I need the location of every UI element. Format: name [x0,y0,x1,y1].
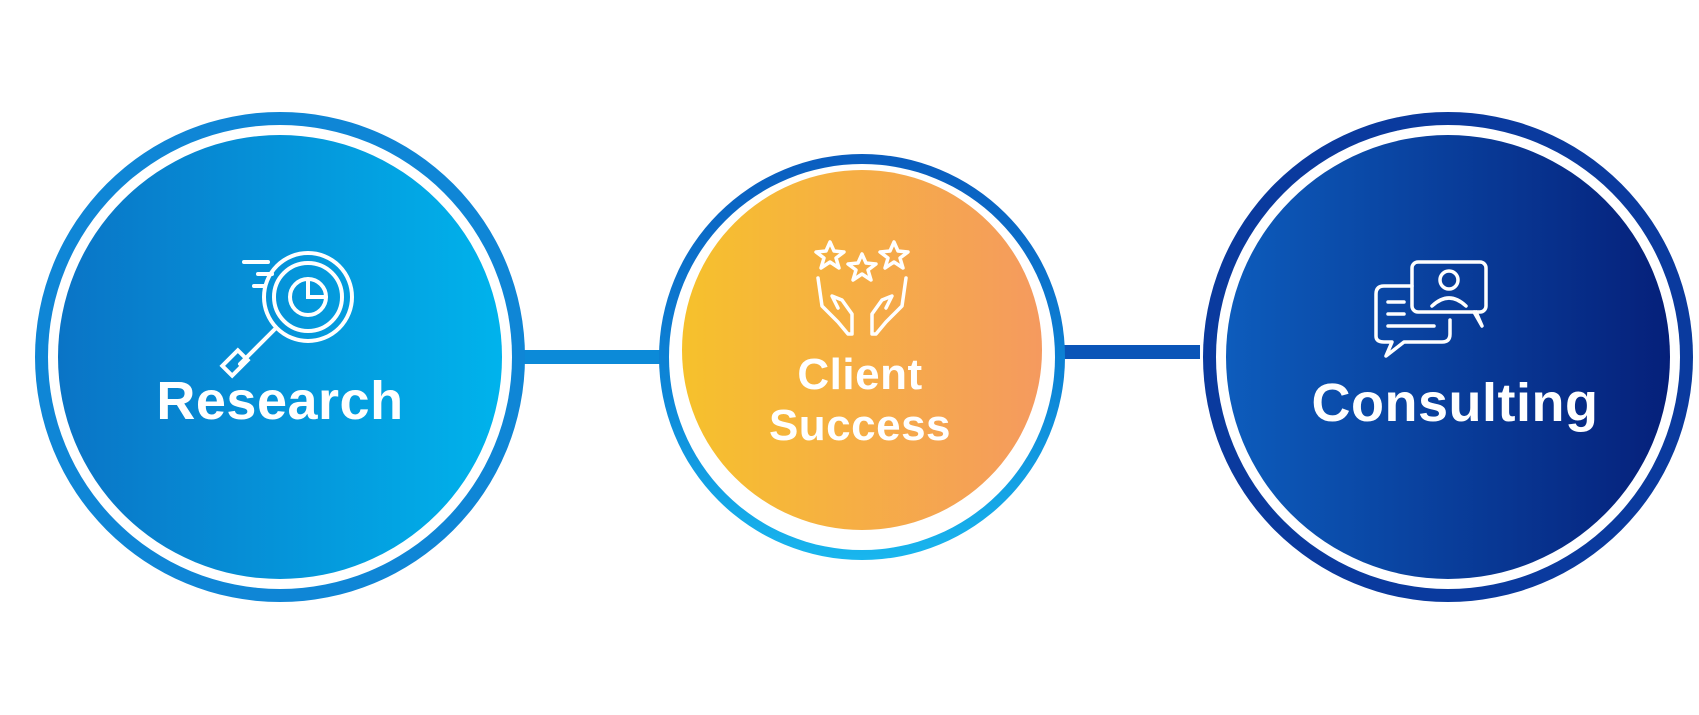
research-label: Research [156,371,404,431]
connector-left [500,350,670,364]
client-success-label-line2: Success [768,400,952,450]
client-success-label-line1: Client [797,350,923,399]
chat-user-icon [1374,260,1488,358]
connector-right [1040,345,1200,359]
magnifier-chart-icon [219,251,354,379]
node-consulting [1203,112,1693,602]
client-success-label: Client Success [720,350,1000,451]
node-client-success [659,154,1065,560]
consulting-label: Consulting [1311,373,1599,433]
hands-stars-icon [814,240,910,336]
node-research [35,112,525,602]
